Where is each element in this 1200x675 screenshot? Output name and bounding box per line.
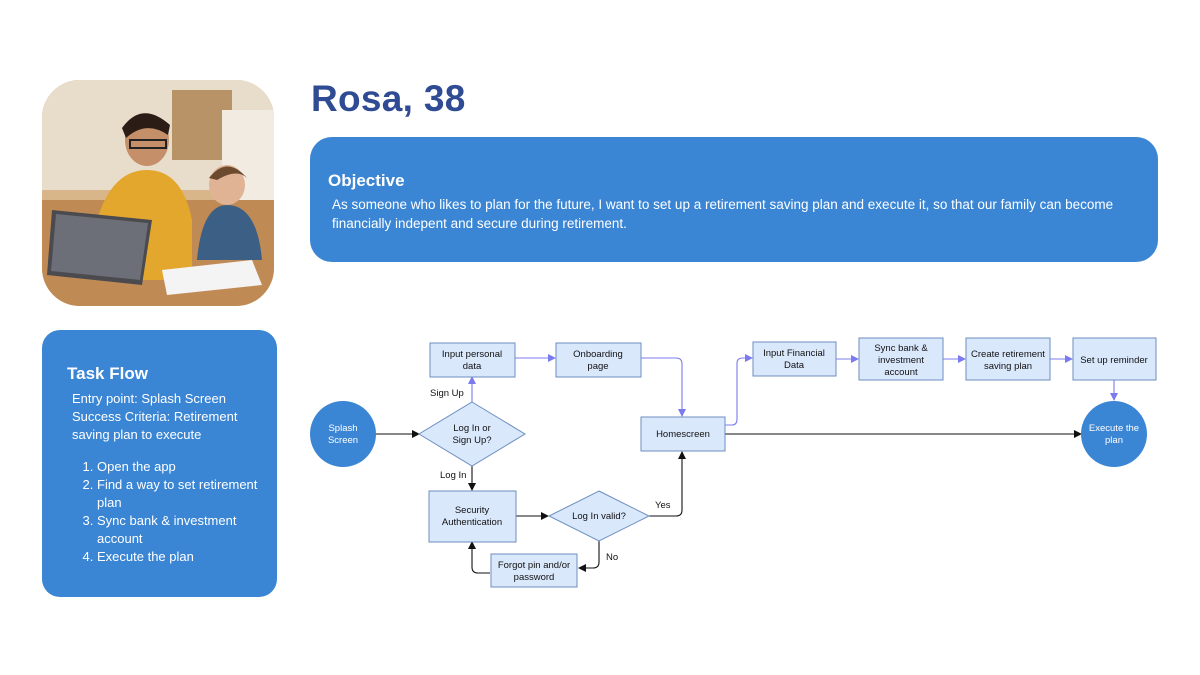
task-flow-heading: Task Flow: [67, 364, 148, 383]
entry-point: Entry point: Splash Screen: [72, 391, 226, 406]
task-flow-card: Task Flow Entry point: Splash Screen Suc…: [42, 330, 277, 597]
svg-text:data: data: [463, 361, 482, 372]
node-input-financial-data-label: Input Financial: [763, 348, 825, 359]
node-splash-screen-label: Splash: [328, 423, 357, 434]
task-step: Sync bank & investment account: [97, 512, 277, 548]
svg-text:Data: Data: [784, 360, 805, 371]
node-homescreen-label: Homescreen: [656, 429, 710, 440]
node-sync-bank-label: Sync bank &: [874, 343, 928, 354]
task-steps-list: Open the app Find a way to set retiremen…: [77, 458, 277, 566]
edge-label-sign-up: Sign Up: [430, 388, 464, 399]
node-set-reminder: Set up reminder: [1072, 337, 1157, 381]
svg-text:page: page: [587, 361, 608, 372]
svg-text:Screen: Screen: [328, 435, 358, 446]
node-input-financial-data: Input Financial Data: [752, 341, 837, 377]
svg-text:plan: plan: [1105, 435, 1123, 446]
objective-card: Objective As someone who likes to plan f…: [310, 137, 1158, 262]
task-step: Find a way to set retirement plan: [97, 476, 277, 512]
node-login-valid: Log In valid?: [547, 490, 651, 542]
node-forgot-password-label: Forgot pin and/or: [498, 560, 570, 571]
task-flow-meta: Entry point: Splash Screen Success Crite…: [72, 390, 272, 444]
svg-text:Authentication: Authentication: [442, 517, 502, 528]
edge-valid-to-home: [648, 451, 686, 517]
edge-forgot-to-security: [468, 541, 490, 574]
node-execute-plan: Execute the plan: [1081, 401, 1147, 467]
node-decision-login-signup-label: Log In or: [453, 423, 491, 434]
persona-photo-illustration: [42, 80, 274, 306]
svg-text:password: password: [514, 572, 555, 583]
node-login-valid-label: Log In valid?: [572, 511, 626, 522]
edge-label-no: No: [606, 552, 618, 563]
node-security-authentication-label: Security: [455, 505, 490, 516]
node-onboarding-page-label: Onboarding: [573, 349, 623, 360]
objective-heading: Objective: [328, 171, 405, 190]
node-set-reminder-label: Set up reminder: [1080, 355, 1148, 366]
svg-text:investment: investment: [878, 355, 924, 366]
persona-photo: [42, 80, 274, 306]
node-create-plan: Create retirement saving plan: [965, 337, 1051, 381]
node-execute-plan-label: Execute the: [1089, 423, 1139, 434]
task-step: Execute the plan: [97, 548, 277, 566]
node-homescreen: Homescreen: [640, 416, 726, 452]
node-onboarding-page: Onboarding page: [555, 342, 642, 378]
node-input-personal-data: Input personal data: [429, 342, 516, 378]
svg-text:saving plan: saving plan: [984, 361, 1032, 372]
node-splash-screen: Splash Screen: [310, 401, 376, 467]
node-forgot-password: Forgot pin and/or password: [490, 553, 578, 588]
objective-text: As someone who likes to plan for the fut…: [332, 197, 1114, 231]
node-security-authentication: Security Authentication: [428, 490, 517, 543]
svg-text:Sign Up?: Sign Up?: [452, 435, 491, 446]
edge-home-to-financial: [725, 354, 753, 426]
svg-text:account: account: [884, 367, 918, 378]
edge-label-yes: Yes: [655, 500, 671, 511]
task-step: Open the app: [97, 458, 277, 476]
edge-valid-to-forgot: [578, 540, 600, 572]
edge-onboarding-to-home: [641, 357, 686, 417]
flow-edges: [375, 354, 1118, 574]
edge-label-log-in: Log In: [440, 470, 466, 481]
persona-name: Rosa, 38: [311, 78, 466, 119]
node-input-personal-data-label: Input personal: [442, 349, 502, 360]
node-create-plan-label: Create retirement: [971, 349, 1045, 360]
node-sync-bank: Sync bank & investment account: [858, 337, 944, 381]
success-criteria: Success Criteria: Retirement saving plan…: [72, 409, 238, 442]
node-decision-login-signup: Log In or Sign Up?: [418, 401, 526, 467]
